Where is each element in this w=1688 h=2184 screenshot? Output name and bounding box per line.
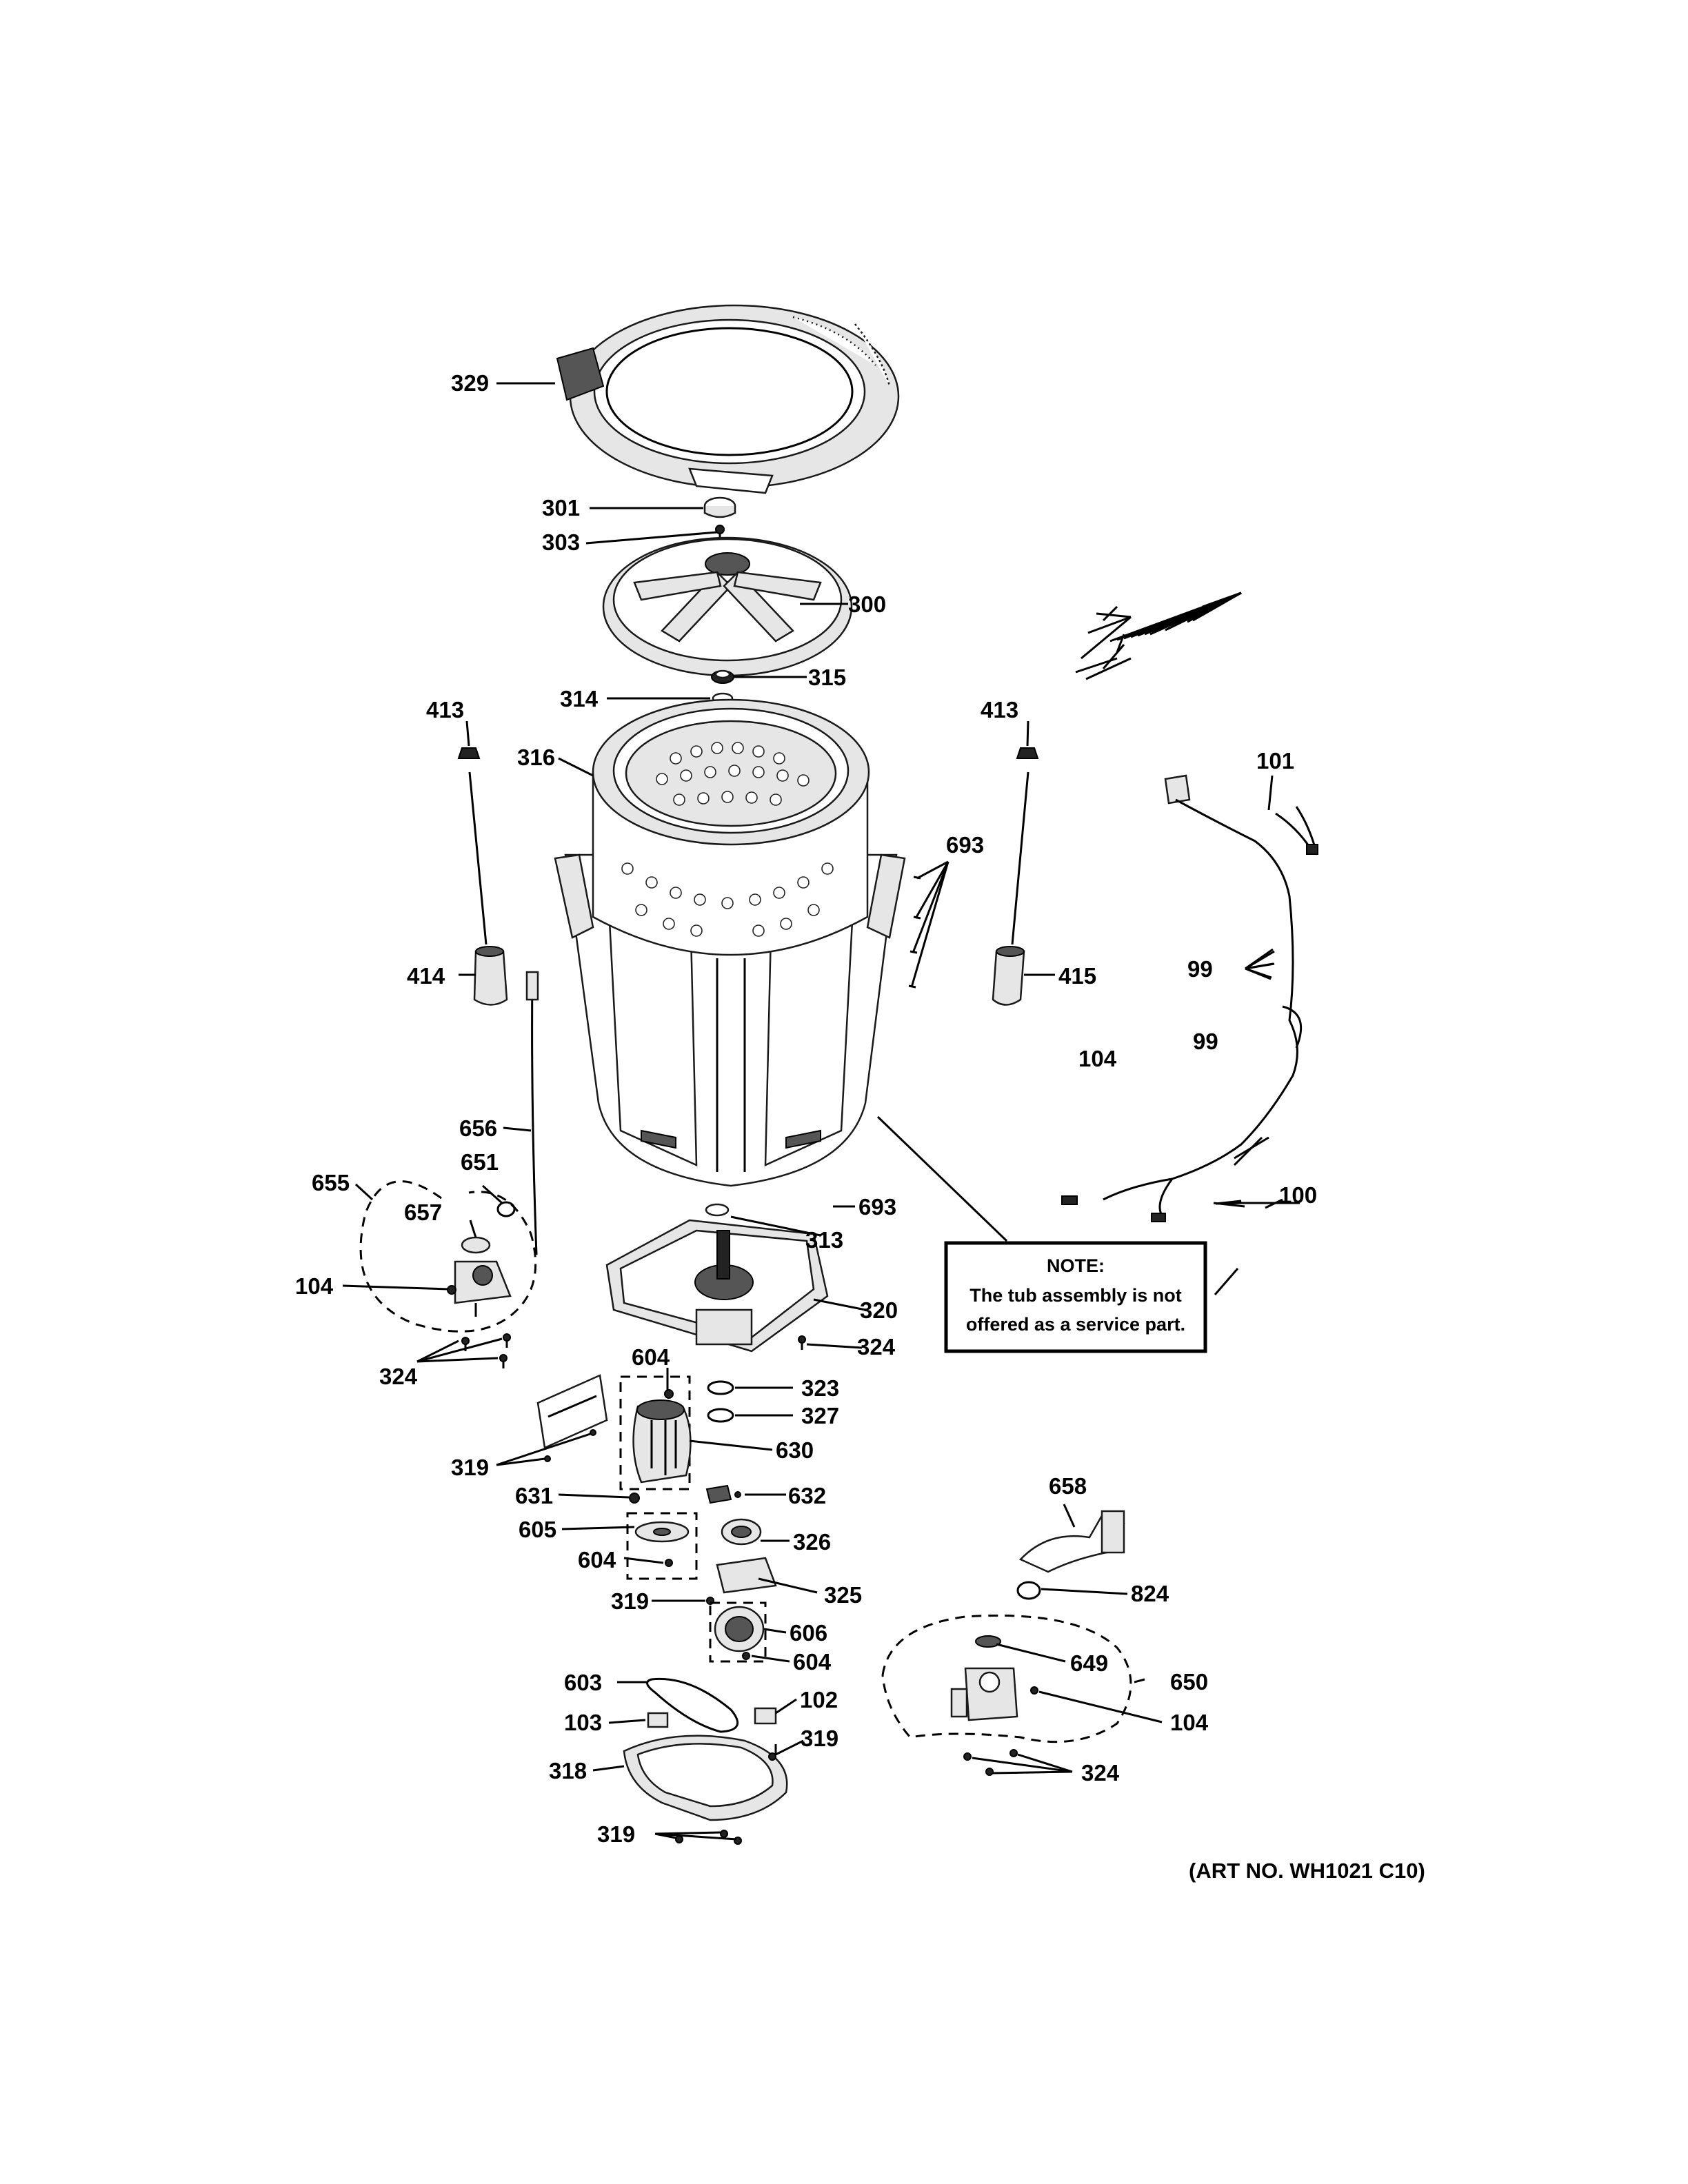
clutch-326 <box>721 1518 762 1546</box>
callout-313: 313 <box>805 1227 843 1253</box>
inlet-valve-657 <box>454 1236 512 1317</box>
callout-650: 650 <box>1170 1669 1208 1695</box>
callout-656: 656 <box>459 1115 497 1141</box>
wire-harness-101 <box>1061 774 1318 1222</box>
callout-318: 318 <box>549 1758 587 1783</box>
rotor-group-605 <box>626 1512 698 1580</box>
callout-102: 102 <box>800 1687 838 1712</box>
bracket-103 <box>647 1712 669 1728</box>
screws-324 <box>461 1333 1018 1776</box>
callout-104-harness: 104 <box>1078 1046 1117 1071</box>
note-title: NOTE: <box>1047 1255 1105 1276</box>
callout-413-right: 413 <box>981 697 1018 722</box>
callout-632: 632 <box>788 1483 826 1508</box>
callout-693-top: 693 <box>946 832 984 858</box>
callout-323: 323 <box>801 1375 839 1401</box>
nut-315 <box>711 669 734 684</box>
callout-604-bottom: 604 <box>793 1649 832 1675</box>
basket-holes <box>621 742 834 937</box>
callout-327: 327 <box>801 1403 839 1428</box>
drain-pump-650-group <box>881 1615 1132 1743</box>
motor-group-630 <box>619 1375 692 1490</box>
callout-413-left: 413 <box>426 697 464 722</box>
callout-319-bottom: 319 <box>597 1821 635 1847</box>
leader-lines-main <box>342 605 1283 1841</box>
belt-603 <box>646 1677 738 1733</box>
callout-300: 300 <box>848 592 886 617</box>
callout-104-pump: 104 <box>1170 1710 1209 1735</box>
callout-325: 325 <box>824 1582 862 1608</box>
callout-99-lower: 99 <box>1193 1029 1218 1054</box>
pulley-606 <box>709 1601 767 1663</box>
callout-301: 301 <box>542 495 580 520</box>
cap-301 <box>703 496 736 518</box>
shifter-325 <box>706 1557 777 1605</box>
hose-656 <box>525 971 539 1255</box>
callout-324-plate: 324 <box>857 1334 896 1359</box>
impeller-300 <box>602 536 853 677</box>
bracket-319 <box>536 1374 608 1462</box>
callout-631: 631 <box>515 1483 553 1508</box>
callout-labels: 329 301 303 300 314 315 413 413 316 101 … <box>295 370 1317 1847</box>
drain-pump-649 <box>950 1635 1018 1721</box>
callout-100: 100 <box>1279 1182 1317 1208</box>
mounting-plate-320 <box>605 1219 829 1353</box>
callout-693-bottom: 693 <box>858 1194 896 1220</box>
clamp-824 <box>1016 1581 1041 1600</box>
callout-649: 649 <box>1070 1650 1108 1676</box>
callout-324-valve: 324 <box>379 1364 418 1389</box>
connector-631 <box>629 1493 640 1504</box>
callout-319-shifter: 319 <box>611 1588 649 1614</box>
callout-101: 101 <box>1256 748 1294 774</box>
note-line-1: The tub assembly is not <box>969 1285 1182 1306</box>
leader-lines <box>459 382 1300 1295</box>
callout-657: 657 <box>404 1200 442 1225</box>
callout-630: 630 <box>776 1437 814 1463</box>
inlet-valve-655-group <box>359 1180 537 1333</box>
callout-824: 824 <box>1131 1581 1169 1606</box>
callout-314: 314 <box>560 686 599 711</box>
callout-315: 315 <box>808 665 846 690</box>
callout-603: 603 <box>564 1670 602 1695</box>
callout-324-pump: 324 <box>1081 1760 1120 1786</box>
callout-326: 326 <box>793 1529 831 1555</box>
callout-605: 605 <box>519 1517 556 1542</box>
callout-103: 103 <box>564 1710 602 1735</box>
rings-323-327 <box>707 1380 734 1423</box>
callout-604-top: 604 <box>632 1344 670 1370</box>
bracket-102 <box>754 1707 777 1725</box>
cover-318 <box>623 1735 788 1845</box>
callout-319-cover: 319 <box>801 1726 838 1751</box>
callout-316: 316 <box>517 745 555 770</box>
callout-329: 329 <box>451 370 489 396</box>
note-line-2: offered as a service part. <box>966 1314 1185 1335</box>
callout-651: 651 <box>461 1149 499 1175</box>
clamp-651 <box>496 1201 516 1217</box>
tub-cover-329 <box>556 304 900 494</box>
parts-632 <box>705 1484 741 1504</box>
suspension-rod-right-415 <box>992 747 1039 1006</box>
callout-655: 655 <box>312 1170 350 1195</box>
note-box: NOTE: The tub assembly is not offered as… <box>944 1241 1207 1353</box>
callout-606: 606 <box>790 1620 827 1646</box>
callout-604-mid: 604 <box>578 1547 616 1573</box>
callout-303: 303 <box>542 529 580 555</box>
suspension-rod-left-414 <box>457 747 508 1006</box>
callout-319-bracket: 319 <box>451 1455 489 1480</box>
callout-415: 415 <box>1058 963 1096 989</box>
callout-320: 320 <box>860 1297 898 1323</box>
callout-99-upper: 99 <box>1187 956 1213 982</box>
drain-hose-658 <box>1018 1510 1125 1573</box>
callout-658: 658 <box>1049 1473 1087 1499</box>
callout-104-valve: 104 <box>295 1273 334 1299</box>
art-number: (ART NO. WH1021 C10) <box>1189 1859 1425 1883</box>
tub-assembly-316 <box>554 698 906 1187</box>
seal-313 <box>705 1203 730 1217</box>
callout-414: 414 <box>407 963 445 989</box>
